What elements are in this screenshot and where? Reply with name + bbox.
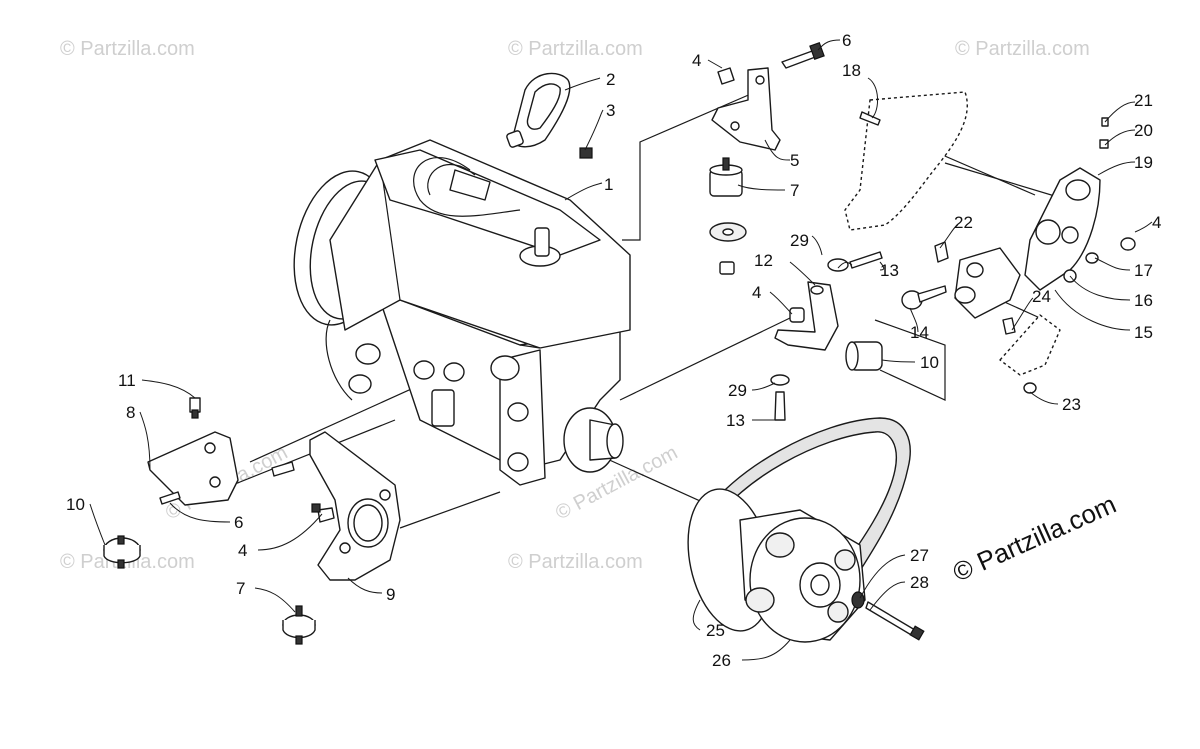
callout-4: 4	[238, 541, 247, 560]
callout-4: 4	[692, 51, 701, 70]
callout-10: 10	[66, 495, 85, 514]
callout-15: 15	[1134, 323, 1153, 342]
callout-21: 21	[1134, 91, 1153, 110]
tensioner-arm	[901, 241, 1061, 394]
callout-28: 28	[910, 573, 929, 592]
callout-26: 26	[712, 651, 731, 670]
callout-24: 24	[1032, 287, 1051, 306]
engine-assembly	[293, 139, 631, 486]
callout-4: 4	[1152, 213, 1161, 232]
callout-25: 25	[706, 621, 725, 640]
watermark-text: © Partzilla.com	[508, 38, 643, 60]
starter-handle	[506, 72, 593, 159]
callout-2: 2	[606, 70, 615, 89]
watermark-text: © Partzilla.com	[60, 38, 195, 60]
callout-29: 29	[790, 231, 809, 250]
callout-10: 10	[920, 353, 939, 372]
callout-18: 18	[842, 61, 861, 80]
callout-1: 1	[604, 175, 613, 194]
callout-13: 13	[726, 411, 745, 430]
callout-11: 11	[118, 371, 136, 390]
callout-7: 7	[236, 579, 245, 598]
callout-4: 4	[752, 283, 761, 302]
watermark-text: © Partzilla.com	[508, 551, 643, 573]
front-mount-bracket-left	[103, 397, 239, 569]
callout-6: 6	[842, 31, 851, 50]
callout-9: 9	[386, 585, 395, 604]
callout-8: 8	[126, 403, 135, 422]
belt-guard-plate	[844, 91, 968, 231]
callout-16: 16	[1134, 291, 1153, 310]
callout-3: 3	[606, 101, 615, 120]
callout-5: 5	[790, 151, 799, 170]
front-mount-bracket-center	[271, 431, 401, 645]
copyright-text: © Partzilla.com	[948, 489, 1120, 588]
callout-20: 20	[1134, 121, 1153, 140]
rear-mount-bracket	[770, 251, 883, 421]
callout-12: 12	[754, 251, 773, 270]
callout-7: 7	[790, 181, 799, 200]
clutch-assembly	[687, 417, 925, 643]
watermark-text: © Partzilla.com	[955, 38, 1090, 60]
callout-23: 23	[1062, 395, 1081, 414]
callout-27: 27	[910, 546, 929, 565]
callout-13: 13	[880, 261, 899, 280]
callout-14: 14	[910, 323, 929, 342]
callout-29: 29	[728, 381, 747, 400]
rear-support-bracket	[1024, 117, 1136, 291]
callout-22: 22	[954, 213, 973, 232]
leader-lines	[89, 39, 1153, 661]
callout-19: 19	[1134, 153, 1153, 172]
callout-6: 6	[234, 513, 243, 532]
callout-17: 17	[1134, 261, 1153, 280]
callout-labels: 1 2 3 4 4 4 4 5 6 6 7 7 8 9 10 10 11 12 …	[66, 31, 1161, 670]
